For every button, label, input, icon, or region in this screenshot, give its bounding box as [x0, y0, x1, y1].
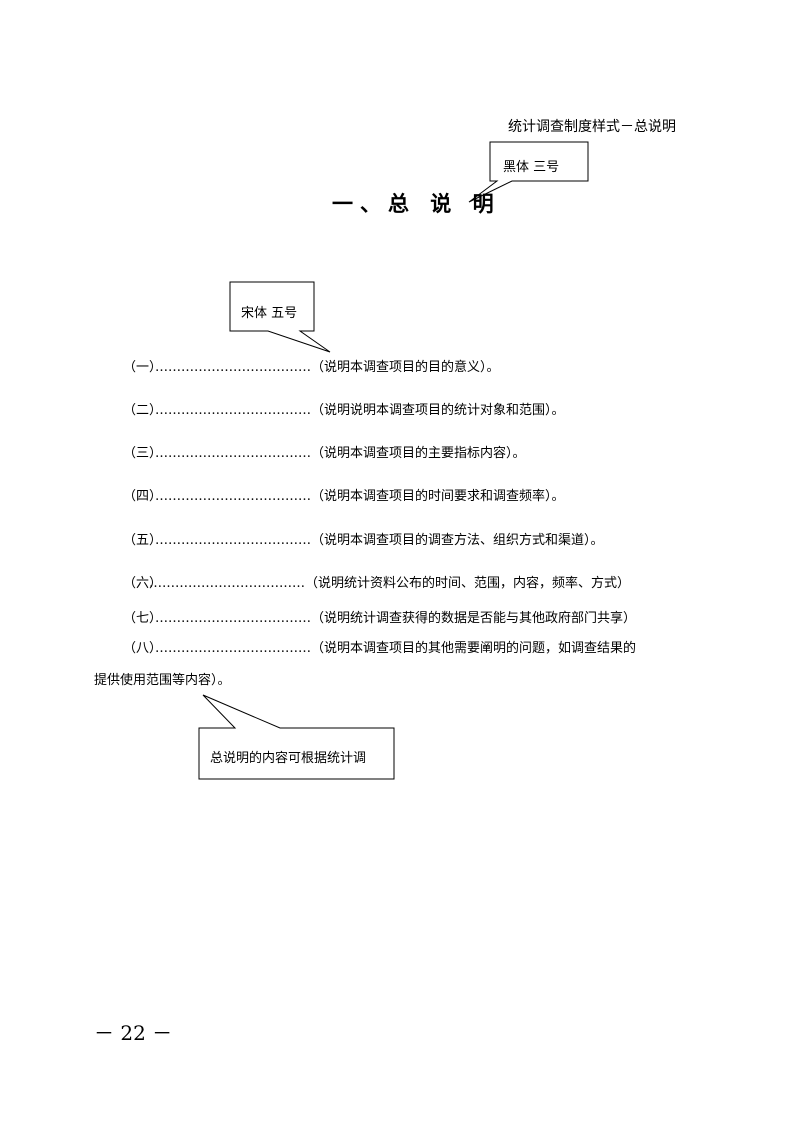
page-title: 一、总 说 明 [332, 192, 501, 216]
item-leader-dots: ……………………………… [155, 611, 311, 626]
list-item: （三）………………………………（说明本调查项目的主要指标内容）。 [123, 446, 526, 462]
item-number: （四） [123, 489, 163, 504]
list-item: （二）………………………………（说明说明本调查项目的统计对象和范围）。 [123, 403, 565, 419]
item-text: （说明本调查项目的时间要求和调查频率）。 [311, 489, 565, 504]
page-number: － 22 － [94, 1021, 173, 1045]
item-number: （七） [123, 611, 163, 626]
item-text: （说明本调查项目的其他需要阐明的问题，如调查结果的 [311, 641, 637, 656]
item-leader-dots: ……………………………… [149, 576, 305, 591]
item-leader-dots: ……………………………… [155, 641, 311, 656]
list-item: （五）………………………………（说明本调查项目的调查方法、组织方式和渠道）。 [123, 533, 604, 549]
item-number: （八） [123, 641, 163, 656]
item-number: （六） [123, 576, 163, 591]
item-text: （说明本调查项目的调查方法、组织方式和渠道）。 [311, 533, 604, 548]
item-number: （五） [123, 533, 163, 548]
item-text: （说明本调查项目的主要指标内容）。 [311, 446, 526, 461]
item-number: （三） [123, 446, 163, 461]
item-number: （二） [123, 403, 163, 418]
item-number: （一） [123, 360, 163, 375]
item-leader-dots: ……………………………… [155, 533, 311, 548]
list-item: （四）………………………………（说明本调查项目的时间要求和调查频率）。 [123, 489, 565, 505]
item-text: （说明统计资料公布的时间、范围，内容，频率、方式） [305, 576, 631, 591]
list-item: （一）………………………………（说明本调查项目的目的意义）。 [123, 360, 500, 376]
item-leader-dots: ……………………………… [155, 489, 311, 504]
list-item: （八）………………………………（说明本调查项目的其他需要阐明的问题，如调查结果的 [123, 641, 636, 657]
callout-title-font-text: 黑体 三号 [503, 160, 560, 175]
callout-note-box [198, 694, 395, 780]
callout-note-text: 总说明的内容可根据统计调 [210, 751, 367, 766]
item-text: （说明本调查项目的目的意义）。 [311, 360, 500, 375]
item-leader-dots: ……………………………… [155, 403, 311, 418]
item-leader-dots: ……………………………… [155, 446, 311, 461]
header-label: 统计调查制度样式－总说明 [508, 119, 676, 135]
item-continuation-text: 提供使用范围等内容）。 [94, 673, 231, 688]
callout-body-font-text: 宋体 五号 [241, 306, 298, 321]
item-text: （说明说明本调查项目的统计对象和范围）。 [311, 403, 565, 418]
list-item: （六）………………………………（说明统计资料公布的时间、范围，内容，频率、方式） [123, 576, 630, 592]
callout-body-font-box [229, 281, 331, 353]
list-item: （七）………………………………（说明统计调查获得的数据是否能与其他政府部门共享） [123, 611, 636, 627]
callout-title-font-box [468, 141, 589, 203]
item-leader-dots: ……………………………… [155, 360, 311, 375]
item-text: （说明统计调查获得的数据是否能与其他政府部门共享） [311, 611, 637, 626]
